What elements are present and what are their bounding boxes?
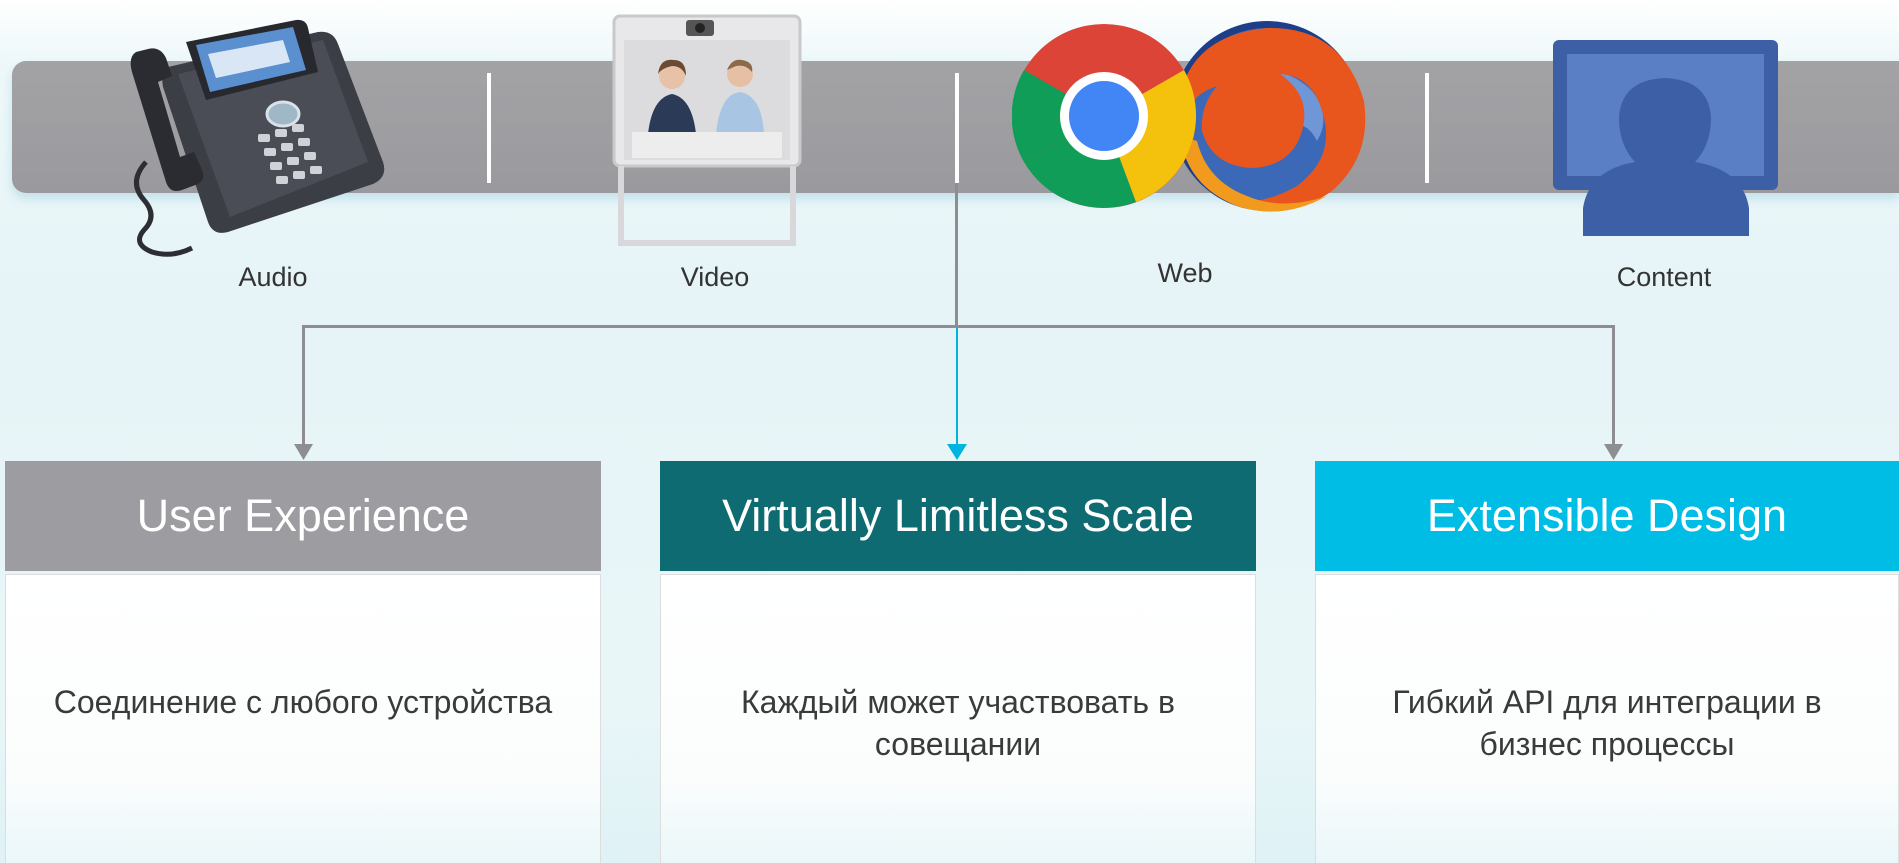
card-text: Гибкий API для интеграции в бизнес проце… xyxy=(1392,684,1822,762)
bar-divider xyxy=(487,73,491,183)
arrow-right-head xyxy=(1604,444,1623,460)
card-title-scale: Virtually Limitless Scale xyxy=(660,461,1256,571)
video-endpoint-icon xyxy=(612,14,802,254)
connector-center-blue xyxy=(956,328,958,445)
firefox-icon xyxy=(1172,21,1366,212)
card-body-scale: Каждый может участвовать в совещании xyxy=(660,574,1256,863)
card-text: Соединение с любого устройства xyxy=(53,684,553,720)
connector-vertical xyxy=(955,183,958,325)
device-label-video: Video xyxy=(680,262,750,292)
browser-icons xyxy=(1011,16,1372,221)
card-text: Каждый может участвовать в совещании xyxy=(741,684,1175,762)
desk-phone-icon xyxy=(118,12,393,267)
connector-horizontal xyxy=(302,325,1615,328)
card-body-extensible: Гибкий API для интеграции в бизнес проце… xyxy=(1315,574,1899,863)
device-label-web: Web xyxy=(1157,258,1213,288)
chrome-icon xyxy=(1011,24,1197,208)
card-body-user-experience: Соединение с любого устройства xyxy=(5,574,601,863)
card-title-extensible: Extensible Design xyxy=(1315,461,1899,571)
arrow-left-head xyxy=(294,444,313,460)
bar-divider xyxy=(955,73,959,183)
device-label-content: Content xyxy=(1616,262,1712,292)
bar-divider xyxy=(1425,73,1429,183)
card-title-user-experience: User Experience xyxy=(5,461,601,571)
arrow-center-head xyxy=(947,444,967,460)
connector-right xyxy=(1612,325,1615,445)
device-label-audio: Audio xyxy=(238,262,308,292)
screen-share-icon xyxy=(1553,40,1778,241)
connector-left xyxy=(302,325,305,445)
